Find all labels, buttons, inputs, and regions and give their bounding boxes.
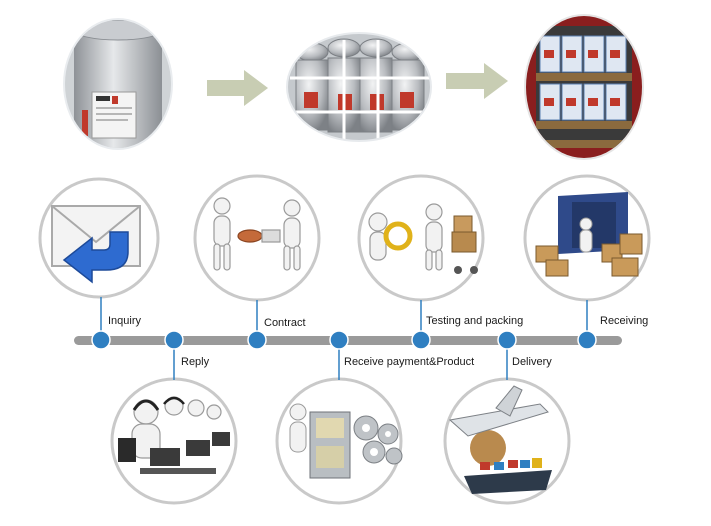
step-delivery-circle — [443, 377, 571, 505]
step-label-inquiry: Inquiry — [108, 315, 142, 327]
step-contract-circle — [193, 174, 321, 302]
timeline-node-receiving — [577, 330, 597, 350]
step-testing-circle — [357, 174, 485, 302]
wrapped-buckets-photo — [286, 32, 432, 142]
step-label-reply: Reply — [181, 356, 210, 368]
timeline-node-delivery — [497, 330, 517, 350]
step-label-receiving: Receiving — [600, 315, 649, 327]
step-label-testing: Testing and packing — [426, 315, 524, 327]
timeline-node-contract — [247, 330, 267, 350]
plane-ship-delivery-icon — [448, 385, 552, 494]
envelope-reply-icon — [51, 205, 141, 284]
paint-bucket-photo — [63, 18, 173, 150]
timeline-node-inquiry — [91, 330, 111, 350]
step-receiving-circle — [523, 174, 651, 302]
magnifier-inspection-icon — [368, 203, 478, 274]
timeline-node-reply — [164, 330, 184, 350]
step-inquiry-circle — [38, 177, 160, 299]
arrow-right-2 — [446, 63, 508, 99]
handshake-icon — [213, 197, 301, 271]
container-boxes-icon — [535, 192, 643, 277]
call-center-icon — [118, 396, 230, 474]
timeline-connectors — [100, 297, 588, 380]
step-payment-circle — [275, 377, 403, 505]
arrow-right-1 — [207, 70, 268, 106]
step-label-contract: Contract — [264, 317, 306, 329]
payment-machine-icon — [289, 403, 403, 479]
step-label-delivery: Delivery — [512, 356, 552, 368]
timeline-node-testing — [411, 330, 431, 350]
container-loaded-photo — [524, 14, 644, 160]
timeline-node-payment — [329, 330, 349, 350]
step-reply-circle — [110, 377, 238, 505]
step-label-payment: Receive payment&Product — [344, 356, 475, 368]
